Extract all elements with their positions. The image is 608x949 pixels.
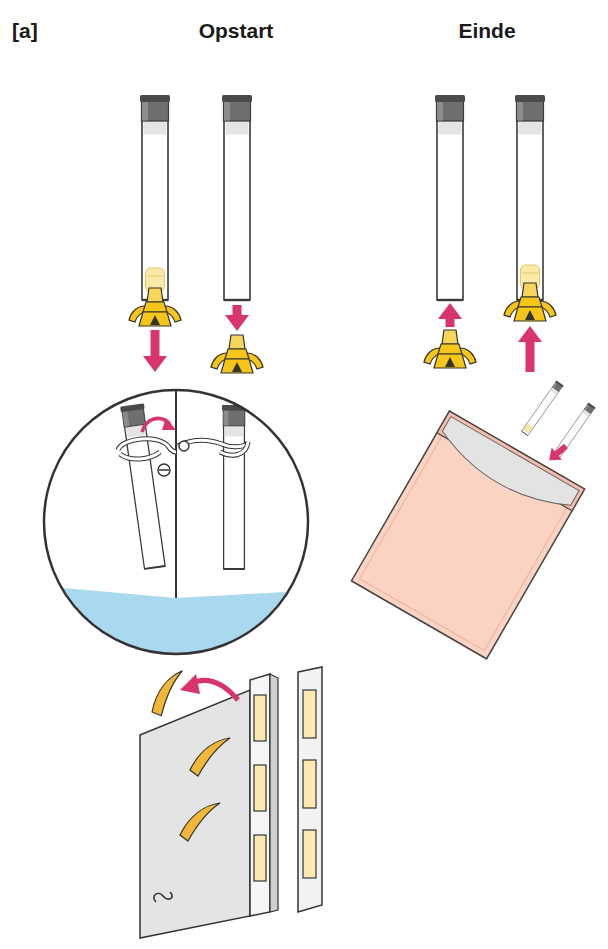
mounting-detail-part-part [222, 405, 246, 569]
holder-panel-part [180, 674, 200, 694]
mounting-detail-part-part [120, 452, 160, 459]
mounting-detail-part-part [179, 441, 189, 451]
holder-panel-part [303, 760, 316, 808]
mounting-detail-part-part [162, 418, 176, 430]
panel-letter: [a] [12, 18, 38, 43]
mounting-detail-part [44, 390, 308, 654]
mounting-detail-part-part [118, 439, 176, 452]
holder-panel-part [180, 803, 220, 841]
mounting-detail-part-part [159, 469, 169, 470]
sampler-tube-removing-cap-part [225, 305, 249, 331]
return-envelope-part [524, 424, 533, 433]
holder-panel-part [144, 671, 192, 718]
mounting-detail-part-part [40, 586, 320, 670]
holder-panel-part [190, 738, 230, 776]
sampler-tube-removing-tip-part [143, 330, 167, 372]
sampler-tube-closing-tip-part [518, 326, 542, 372]
mounting-detail-part-part [220, 442, 248, 455]
holder-panel-part [303, 690, 316, 738]
mounting-detail-part-part [120, 452, 160, 459]
holder-panel-part [250, 674, 270, 916]
column-heading: Opstart [199, 18, 274, 43]
holder-panel-part [254, 695, 266, 741]
sampler-tube-closing-cap [424, 95, 476, 368]
mounting-detail-part-part [175, 388, 177, 598]
return-envelope-part-part [434, 417, 579, 520]
sampler-tube-closing-cap-part [435, 95, 465, 300]
mounting-detail [40, 388, 320, 670]
sampler-tube-removing-cap-part [211, 335, 263, 373]
holder-panel-part [254, 835, 266, 881]
return-envelope-part [521, 380, 564, 436]
mounting-detail-part-part [158, 464, 170, 476]
sampler-tube-closing-tip [504, 95, 556, 372]
holder-panel-part [303, 830, 316, 878]
mounting-detail-part-part [220, 442, 248, 455]
holder-panel [140, 667, 322, 938]
sampler-tube-removing-tip [129, 95, 181, 372]
return-envelope-part-part [351, 411, 584, 659]
sampler-tube-removing-tip-part [140, 95, 170, 300]
sampler-tube-closing-cap-part [424, 330, 476, 368]
mounting-detail-part [40, 388, 320, 670]
return-envelope [351, 380, 595, 658]
holder-panel-part [154, 892, 172, 902]
return-envelope-part [544, 440, 571, 466]
sampler-tube-removing-cap [211, 95, 263, 373]
return-envelope-part [351, 411, 584, 659]
sampler-tube-closing-tip-part [504, 283, 556, 321]
mounting-detail-part-part [118, 439, 176, 452]
sampler-tube-removing-tip-part [129, 288, 181, 326]
sampler-tube-closing-cap-part [438, 303, 462, 327]
holder-panel-part [140, 690, 250, 938]
column-heading: Einde [458, 18, 515, 43]
holder-panel-part [254, 765, 266, 811]
holder-panel-part [298, 667, 322, 912]
sampler-tube-closing-tip-part [515, 95, 545, 300]
holder-panel-part [270, 674, 278, 912]
sampler-tube-removing-cap-part [222, 95, 252, 300]
